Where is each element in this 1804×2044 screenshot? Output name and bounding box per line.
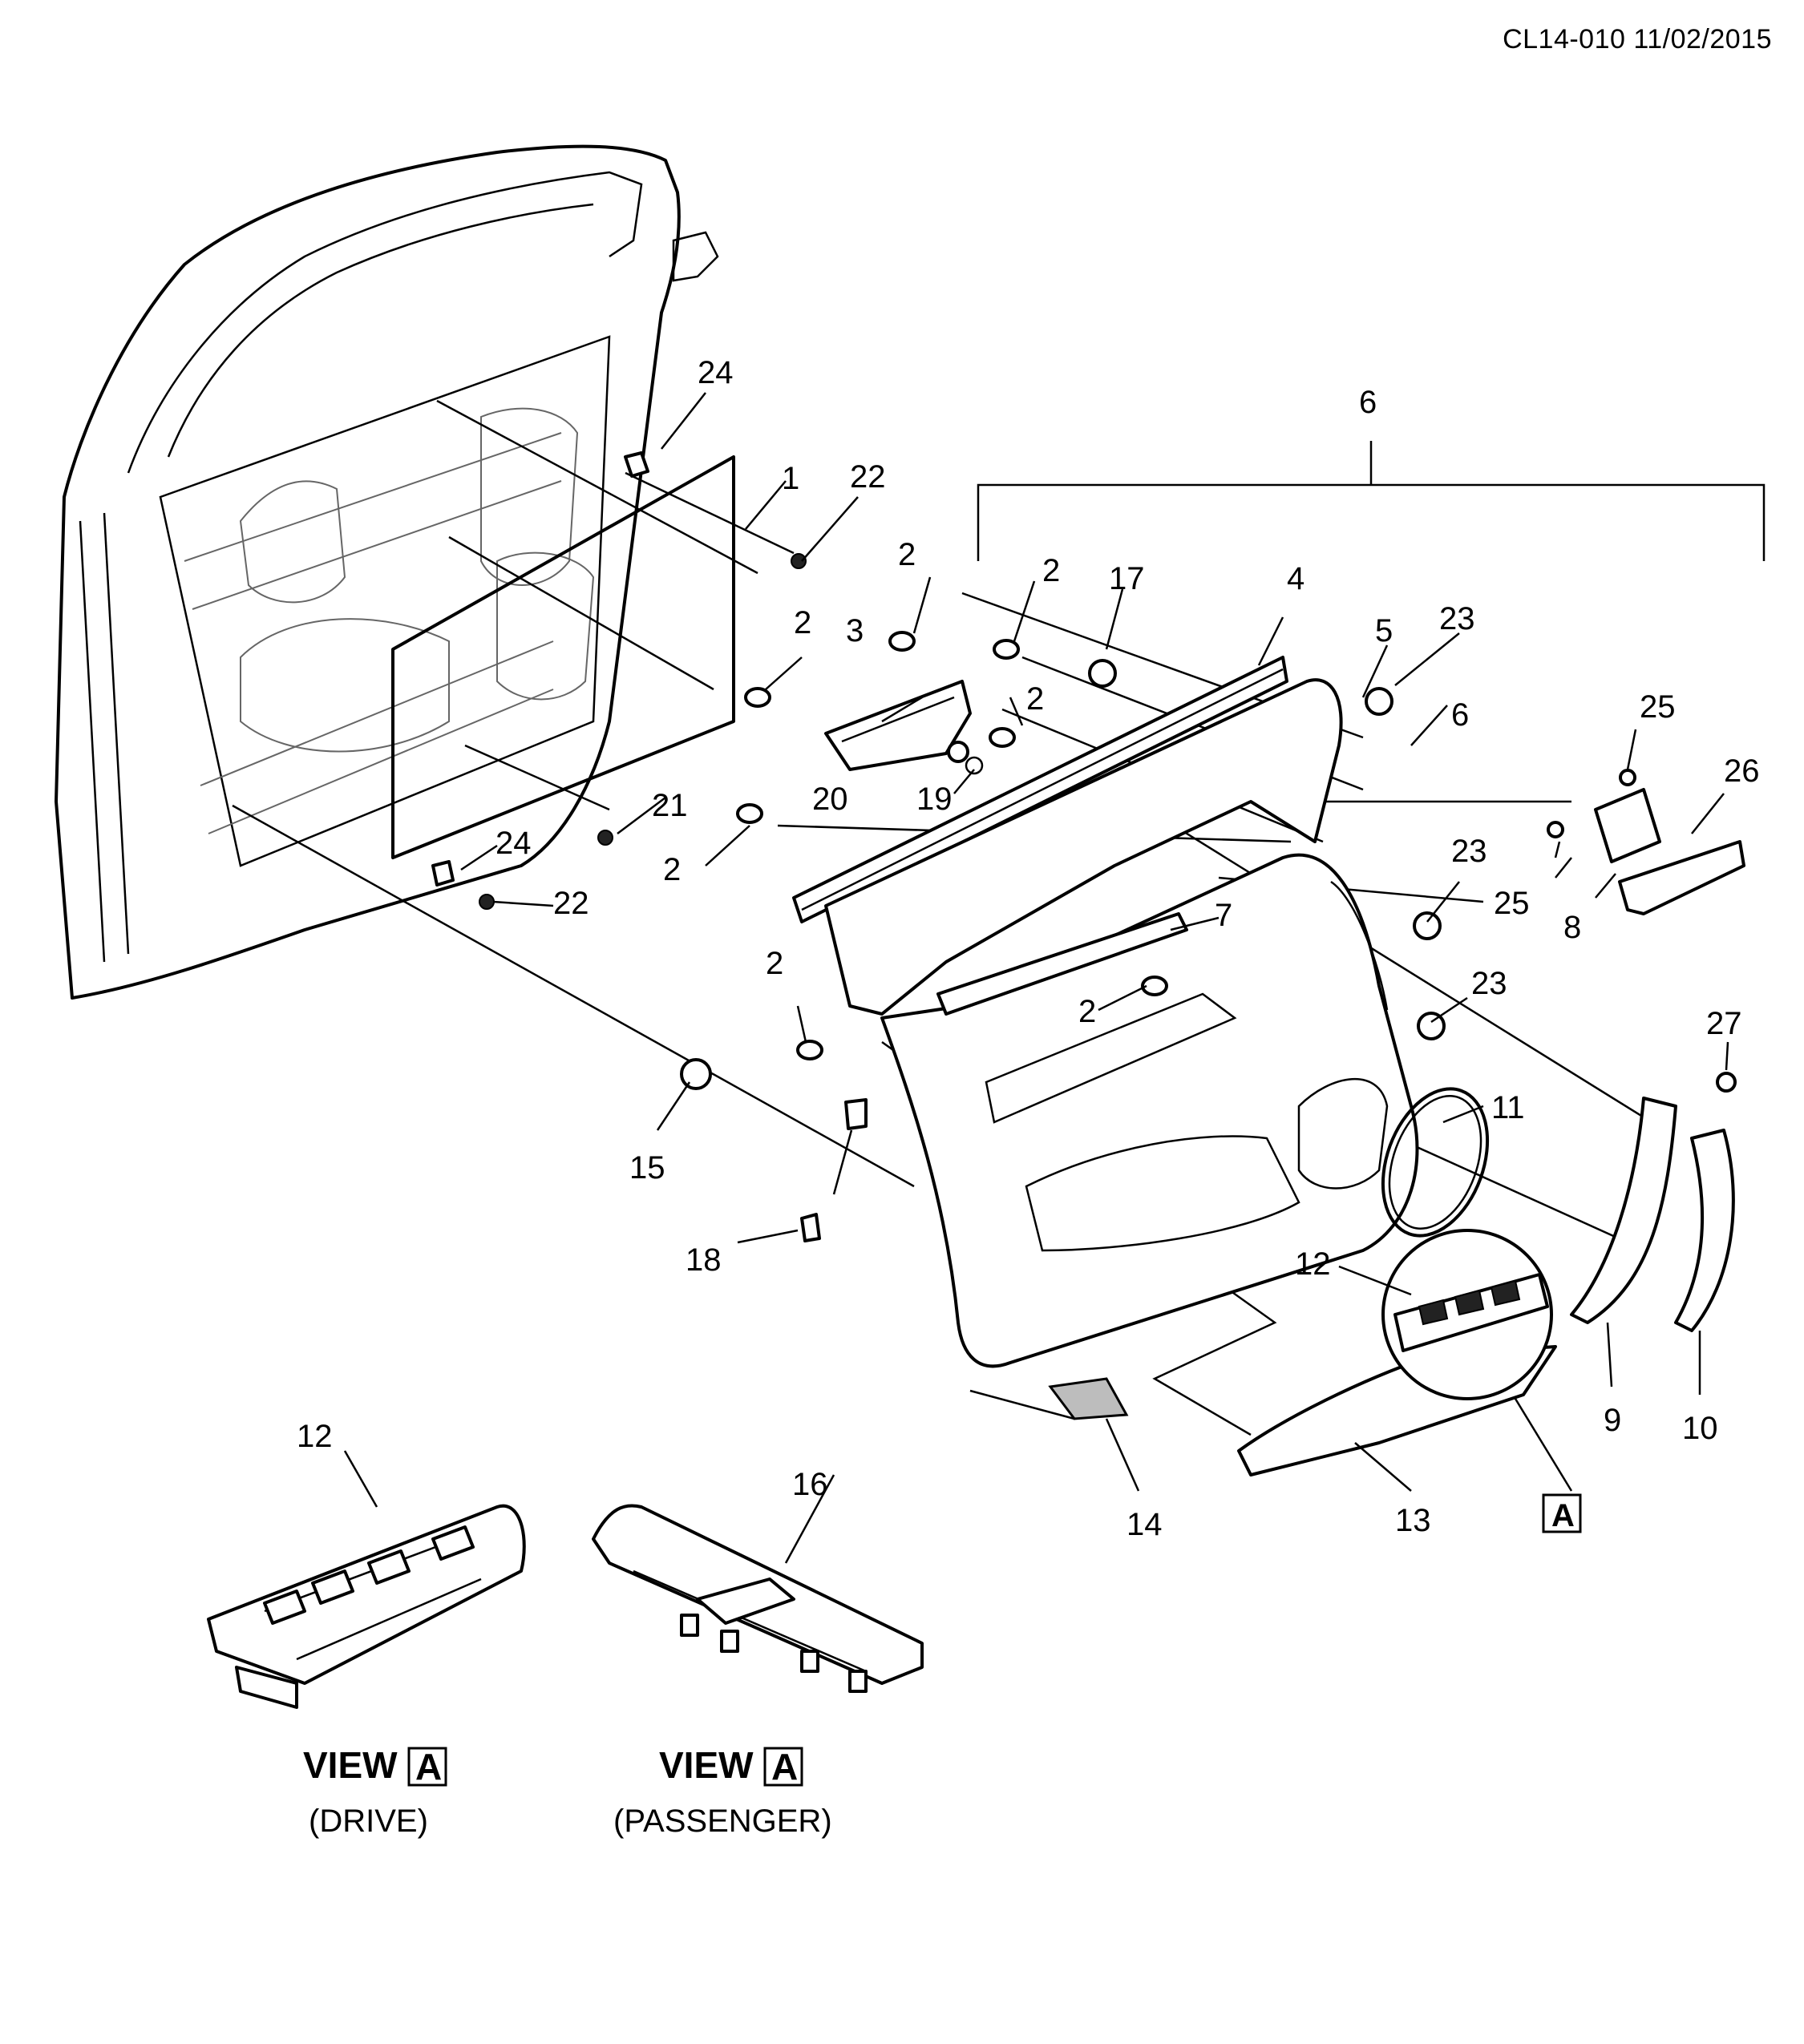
lock-housing <box>1594 788 1661 863</box>
callout-2: 2 <box>663 852 681 887</box>
callout-2: 2 <box>1026 681 1044 717</box>
view-subtitle: (PASSENGER) <box>613 1804 832 1839</box>
callout-11: 11 <box>1491 1090 1525 1125</box>
callout-6: 6 <box>1451 697 1469 733</box>
callout-22: 22 <box>850 459 886 495</box>
side-trim-10 <box>1674 1129 1735 1332</box>
callout-17: 17 <box>1109 561 1145 596</box>
fasteners <box>431 451 1737 1242</box>
callout-20: 20 <box>812 782 848 817</box>
callout-14: 14 <box>1126 1507 1163 1542</box>
speaker-ring <box>1381 1087 1490 1238</box>
callout-22: 22 <box>553 886 589 921</box>
callout-labels: 24 1 22 6 2 2 17 4 2 3 5 23 2 6 25 26 20… <box>297 355 1760 1542</box>
pull-handle <box>936 912 1188 1016</box>
view-title: VIEW <box>659 1744 754 1786</box>
passenger-switch-panel <box>592 1474 924 1693</box>
callout-23: 23 <box>1451 834 1487 869</box>
water-deflector <box>391 455 735 859</box>
callout-18: 18 <box>686 1242 722 1278</box>
callout-3: 3 <box>846 613 864 648</box>
assembly-bracket <box>977 441 1766 561</box>
reflector <box>1048 1377 1129 1420</box>
callout-24: 24 <box>698 355 734 390</box>
callout-2: 2 <box>1078 994 1096 1029</box>
callout-leaders <box>460 392 1729 1492</box>
callout-25: 25 <box>1640 689 1676 725</box>
callout-9: 9 <box>1604 1403 1621 1438</box>
callout-16: 16 <box>792 1467 828 1502</box>
callout-24: 24 <box>495 826 532 861</box>
view-caption-passenger: VIEW A (PASSENGER) <box>613 1744 832 1839</box>
callout-2: 2 <box>1042 553 1060 588</box>
callout-10: 10 <box>1682 1411 1718 1446</box>
callout-19: 19 <box>916 782 953 817</box>
callout-23: 23 <box>1439 601 1475 636</box>
callout-21: 21 <box>652 788 688 823</box>
callout-26: 26 <box>1724 753 1760 789</box>
callout-27: 27 <box>1706 1006 1742 1041</box>
callout-5: 5 <box>1375 613 1393 648</box>
callout-25: 25 <box>1494 886 1530 921</box>
callout-12: 12 <box>297 1419 333 1454</box>
callout-12: 12 <box>1295 1246 1331 1282</box>
callout-6-bracket: 6 <box>1359 385 1377 420</box>
driver-switch-panel <box>207 1450 526 1709</box>
callout-1: 1 <box>782 461 799 496</box>
callout-2: 2 <box>794 605 811 640</box>
view-marker-a: A <box>1542 1493 1582 1533</box>
view-caption-drive: VIEW A (DRIVE) <box>303 1744 447 1839</box>
view-marker: A <box>771 1746 798 1787</box>
callout-13: 13 <box>1395 1503 1431 1538</box>
document-id: CL14-010 11/02/2015 <box>1503 24 1772 55</box>
callout-15: 15 <box>629 1150 665 1186</box>
door-inner-frame <box>55 144 719 1000</box>
callout-2: 2 <box>766 946 783 981</box>
callout-23: 23 <box>1471 966 1507 1001</box>
handle-bezel <box>824 680 972 771</box>
view-marker: A <box>415 1746 442 1787</box>
side-trim-9 <box>1570 1097 1677 1324</box>
callout-8: 8 <box>1563 910 1581 945</box>
upper-trim-panel <box>824 678 1343 1016</box>
callout-2: 2 <box>898 537 916 572</box>
lock-bezel <box>1618 840 1745 915</box>
svg-text:A: A <box>1551 1498 1575 1533</box>
view-title: VIEW <box>303 1744 398 1786</box>
callout-4: 4 <box>1287 561 1304 596</box>
callout-7: 7 <box>1215 898 1232 933</box>
view-subtitle: (DRIVE) <box>309 1804 428 1839</box>
